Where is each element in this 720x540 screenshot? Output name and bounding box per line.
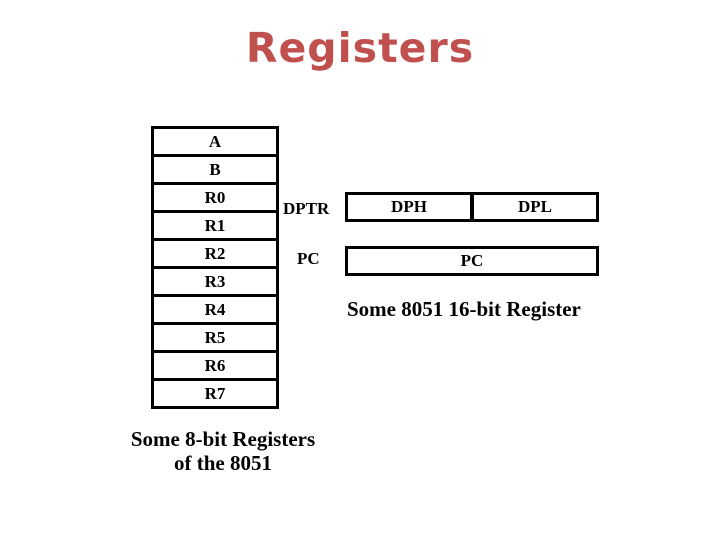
register-cell-r1: R1: [154, 213, 276, 241]
register-cell-r5: R5: [154, 325, 276, 353]
register-cell-r0: R0: [154, 185, 276, 213]
register-cell-r7: R7: [154, 381, 276, 406]
register-cell-a: A: [154, 129, 276, 157]
sixteen-bit-note: Some 8051 16-bit Register: [347, 297, 581, 321]
slide-title: Registers: [245, 24, 475, 72]
eight-bit-caption-line2: of the 8051: [174, 451, 272, 475]
pc-register-box: PC: [345, 246, 599, 276]
register-cell-r3: R3: [154, 269, 276, 297]
register-cell-r6: R6: [154, 353, 276, 381]
register-stack: A B R0 R1 R2 R3 R4 R5 R6 R7: [151, 126, 279, 409]
pc-cell: PC: [460, 251, 484, 270]
register-cell-b: B: [154, 157, 276, 185]
dph-cell: DPH: [348, 195, 474, 219]
register-cell-r2: R2: [154, 241, 276, 269]
dptr-register-box: DPH DPL: [345, 192, 599, 222]
dptr-label: DPTR: [283, 199, 330, 218]
pc-label: PC: [297, 249, 320, 268]
dpl-cell: DPL: [518, 197, 552, 216]
eight-bit-caption: Some 8-bit Registers of the 8051: [113, 427, 333, 475]
register-cell-r4: R4: [154, 297, 276, 325]
eight-bit-caption-line1: Some 8-bit Registers: [130, 427, 316, 451]
